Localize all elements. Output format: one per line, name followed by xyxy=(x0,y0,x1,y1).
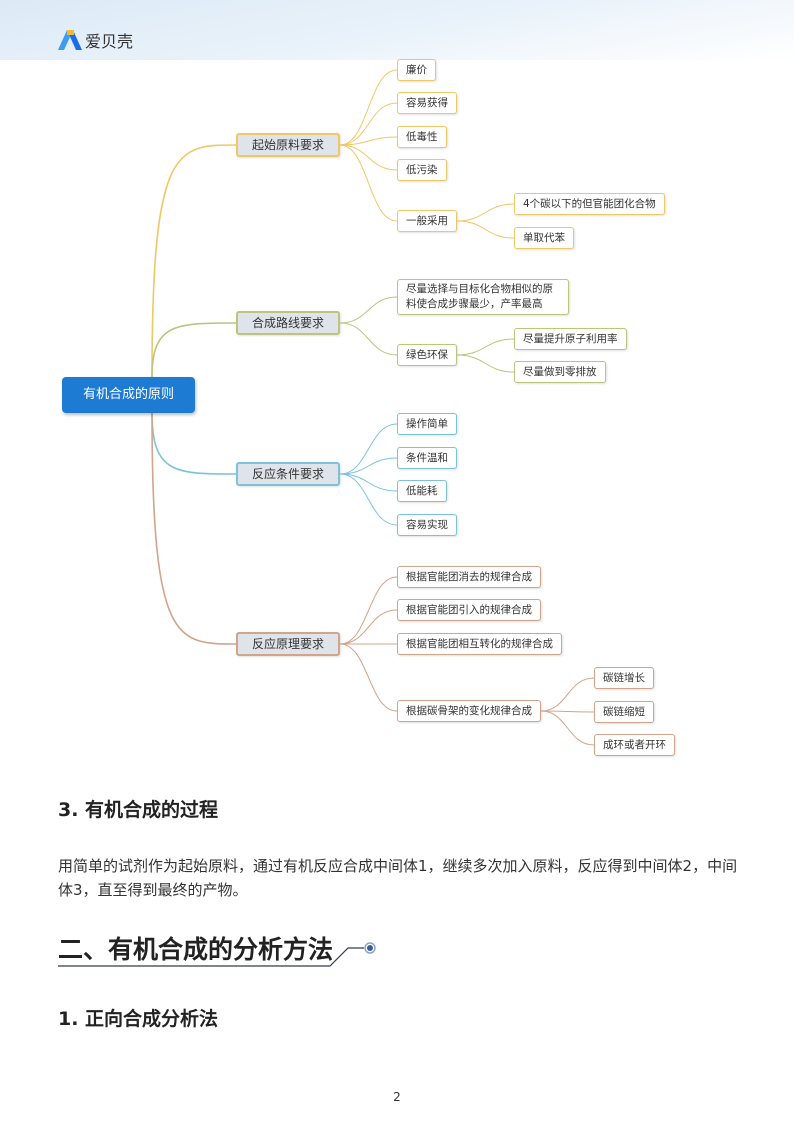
leaf-node: 单取代苯 xyxy=(514,227,574,249)
section-heading: 3. 有机合成的过程 xyxy=(58,799,219,821)
connector-line xyxy=(151,412,237,645)
leaf-node: 低毒性 xyxy=(397,126,447,148)
mind-map-root: 有机合成的原则 xyxy=(62,377,195,413)
connector-line xyxy=(339,457,398,475)
connector-line xyxy=(540,710,595,746)
connector-line xyxy=(151,322,237,378)
leaf-node: 根据官能团引入的规律合成 xyxy=(397,599,541,621)
leaf-node: 低能耗 xyxy=(397,480,447,502)
leaf-node: 尽量提升原子利用率 xyxy=(514,328,627,350)
leaf-node: 绿色环保 xyxy=(397,344,457,366)
leaf-node: 尽量做到零排放 xyxy=(514,361,606,383)
connector-line xyxy=(339,423,398,475)
connector-line xyxy=(339,144,398,171)
chapter-heading: 二、有机合成的分析方法 xyxy=(58,935,334,964)
branch-reaction-conditions: 反应条件要求 xyxy=(236,462,340,486)
connector-line xyxy=(339,144,398,222)
section-heading: 1. 正向合成分析法 xyxy=(58,1008,219,1030)
connector-line xyxy=(339,296,398,324)
logo-icon xyxy=(58,30,82,50)
connector-line xyxy=(339,643,398,712)
leaf-node: 操作简单 xyxy=(397,413,457,435)
page-number: 2 xyxy=(393,1090,401,1104)
leaf-node: 根据碳骨架的变化规律合成 xyxy=(397,700,541,722)
connector-line xyxy=(456,203,515,222)
branch-synthesis-route: 合成路线要求 xyxy=(236,311,340,335)
leaf-node: 容易获得 xyxy=(397,92,457,114)
connector-line xyxy=(339,576,398,645)
connector-line xyxy=(339,102,398,146)
leaf-node: 尽量选择与目标化合物相似的原料使合成步骤最少，产率最高 xyxy=(397,279,569,315)
leaf-node: 成环或者开环 xyxy=(594,734,675,756)
mind-map-connectors xyxy=(151,69,595,746)
connector-line xyxy=(339,322,398,356)
connector-line xyxy=(339,136,398,146)
leaf-node: 廉价 xyxy=(397,59,436,81)
connector-line xyxy=(339,69,398,146)
leaf-node: 低污染 xyxy=(397,159,447,181)
connector-line xyxy=(540,710,595,713)
branch-starting-materials: 起始原料要求 xyxy=(236,133,340,157)
connector-line xyxy=(339,473,398,526)
mind-map: 有机合成的原则 起始原料要求 廉价 容易获得 低毒性 低污染 一般采用 4个碳以… xyxy=(62,59,675,756)
connector-line xyxy=(456,220,515,239)
connector-line xyxy=(339,473,398,492)
leaf-node: 根据官能团消去的规律合成 xyxy=(397,566,541,588)
paragraph: 用简单的试剂作为起始原料，通过有机反应合成中间体1，继续多次加入原料，反应得到中… xyxy=(58,857,738,899)
connector-line xyxy=(540,677,595,712)
leaf-node: 碳链增长 xyxy=(594,667,654,689)
page-header: 爱贝壳 xyxy=(0,0,794,60)
leaf-node: 条件温和 xyxy=(397,447,457,469)
logo: 爱贝壳 xyxy=(58,28,133,52)
leaf-node: 一般采用 xyxy=(397,210,457,232)
connector-line xyxy=(151,412,237,475)
leaf-node: 4个碳以下的但官能团化合物 xyxy=(514,193,665,215)
connector-line xyxy=(456,338,515,356)
connector-line xyxy=(339,609,398,645)
heading-underline-decoration xyxy=(58,942,376,967)
logo-text: 爱贝壳 xyxy=(85,32,134,51)
leaf-node: 碳链缩短 xyxy=(594,701,654,723)
connector-line xyxy=(456,354,515,373)
leaf-node: 容易实现 xyxy=(397,514,457,536)
branch-reaction-principles: 反应原理要求 xyxy=(236,632,340,656)
leaf-node: 根据官能团相互转化的规律合成 xyxy=(397,633,562,655)
connector-line xyxy=(151,144,237,378)
